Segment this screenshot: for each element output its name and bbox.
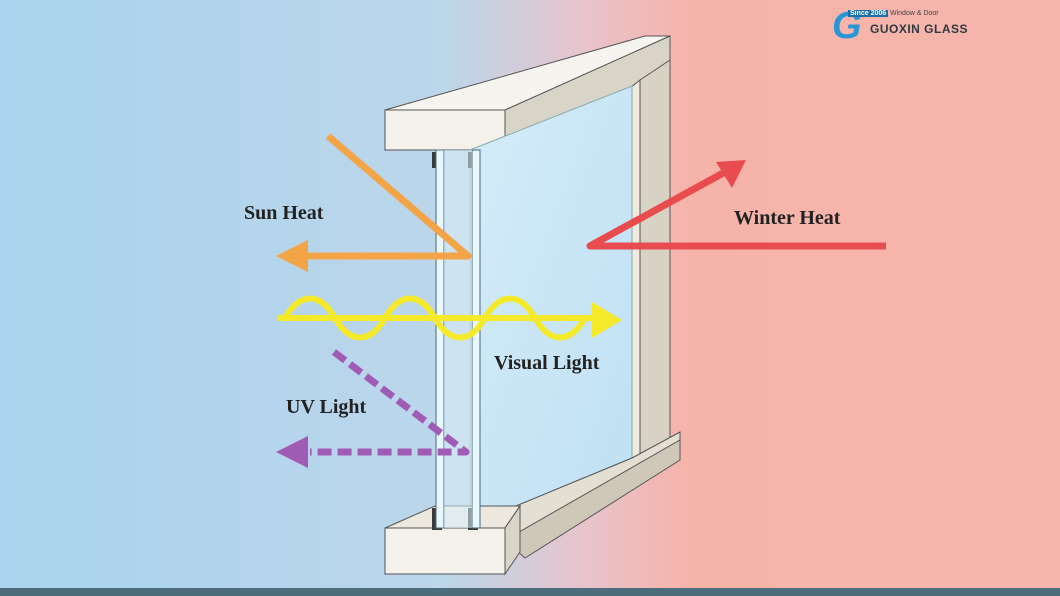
bottom-strip — [0, 588, 1060, 596]
sun-heat-arrow — [276, 133, 472, 272]
inner-glass-layer — [471, 149, 481, 529]
winter-heat-label: Winter Heat — [734, 207, 841, 229]
logo-brand-name: GUOXIN GLASS — [870, 22, 969, 36]
outer-glass-layer — [435, 149, 445, 529]
logo-since-badge: Since 2006 — [848, 10, 889, 17]
visual-light-arrow — [278, 295, 622, 341]
window-frame — [384, 35, 681, 576]
visual-light-label: Visual Light — [494, 352, 600, 374]
logo-tagline: Window & Door — [890, 10, 939, 17]
winter-heat-arrow — [586, 160, 886, 250]
brand-logo: G Since 2006 Window & Door GUOXIN GLASS — [830, 6, 970, 46]
sun-heat-label: Sun Heat — [244, 202, 324, 224]
uv-light-arrow — [276, 349, 470, 468]
uv-light-label: UV Light — [286, 396, 367, 418]
